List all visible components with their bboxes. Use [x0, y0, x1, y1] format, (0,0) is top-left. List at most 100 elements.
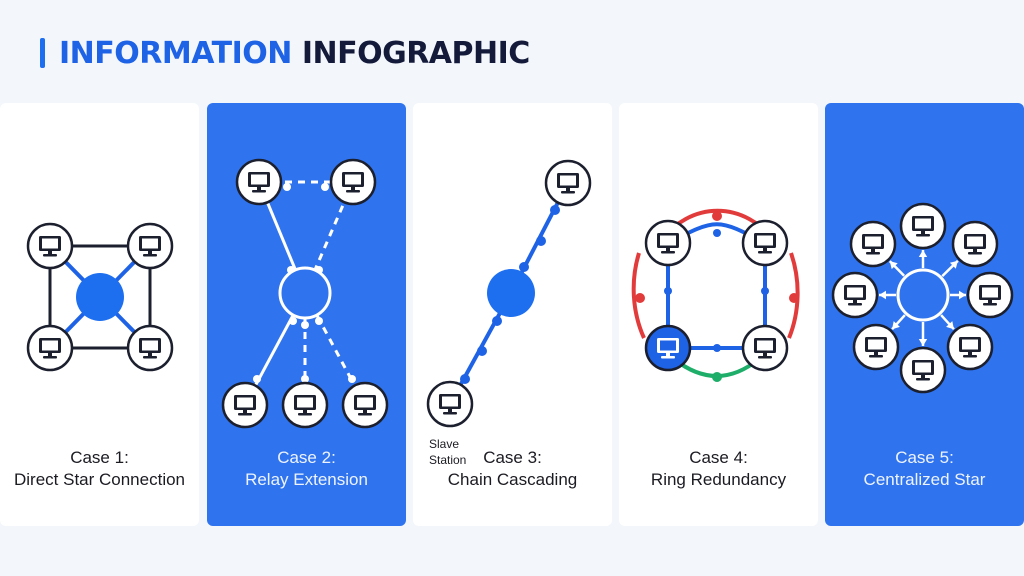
station-node [831, 271, 879, 319]
case-1-diagram [26, 222, 174, 372]
link-dot [315, 317, 323, 325]
station-node [281, 381, 329, 429]
monitor-icon [139, 236, 161, 257]
link-dot [712, 211, 722, 221]
arrowhead [918, 250, 928, 257]
station-node [899, 202, 947, 250]
monitor-icon [862, 234, 884, 255]
case-label: Case 1: [70, 448, 129, 467]
station-node [221, 381, 269, 429]
star-spokes [879, 250, 966, 346]
case-name: Ring Redundancy [650, 470, 787, 489]
station-node [126, 222, 174, 270]
station-node [849, 220, 897, 268]
arrowhead [918, 339, 928, 346]
slave-station-node [426, 380, 474, 428]
monitor-icon [294, 395, 316, 416]
link-dot [492, 316, 502, 326]
page-title: INFORMATION INFOGRAPHIC [40, 35, 530, 71]
title-part-2: INFOGRAPHIC [301, 35, 530, 71]
case-3-diagram [426, 159, 592, 428]
monitor-icon [844, 285, 866, 306]
case-name: Relay Extension [245, 470, 368, 489]
case-name: Direct Star Connection [13, 470, 186, 489]
case-2-diagram [221, 158, 389, 429]
slave-station-label: Slave Station [429, 436, 466, 468]
monitor-icon [439, 394, 461, 415]
link-dot [550, 205, 560, 215]
case-1-caption: Case 1: Direct Star Connection [0, 447, 199, 491]
case-5-diagram [831, 202, 1014, 394]
ring-arc-red-left [631, 252, 646, 339]
arrowhead [892, 321, 900, 330]
case-label: Case 5: [895, 448, 954, 467]
monitor-icon [342, 172, 364, 193]
hub-node [487, 269, 535, 317]
case-2-panel: Case 2: Relay Extension [207, 103, 406, 526]
monitor-icon [234, 395, 256, 416]
monitor-icon [865, 337, 887, 358]
link-dot [519, 262, 529, 272]
link-dot [664, 287, 672, 295]
monitor-icon [354, 395, 376, 416]
central-hub-node [896, 268, 950, 322]
monitor-icon [657, 233, 679, 254]
slave-label-line-1: Slave [429, 437, 460, 451]
station-node [899, 346, 947, 394]
monitor-icon [912, 216, 934, 237]
arrowhead [949, 260, 958, 269]
relay-node [278, 266, 332, 320]
active-station-node [644, 324, 692, 372]
arrowhead [959, 290, 966, 300]
case-3-panel: Slave Station Case 3: Chain Cascading [413, 103, 612, 526]
monitor-icon [964, 234, 986, 255]
station-node [341, 381, 389, 429]
monitor-icon [754, 233, 776, 254]
title-part-1: INFORMATION [59, 35, 292, 71]
link-dot [713, 344, 721, 352]
station-node [544, 159, 592, 207]
monitor-icon [139, 338, 161, 359]
link-dot [283, 183, 291, 191]
title-accent-bar [40, 38, 45, 68]
case-5-panel: Case 5: Centralized Star [825, 103, 1024, 526]
link-dot [761, 287, 769, 295]
station-node [741, 219, 789, 267]
link-dot [321, 183, 329, 191]
slave-label-line-2: Station [429, 453, 467, 467]
case-4-diagram [631, 208, 800, 382]
monitor-icon [754, 338, 776, 359]
station-node [741, 324, 789, 372]
case-1-panel: Case 1: Direct Star Connection [0, 103, 199, 526]
monitor-icon [39, 338, 61, 359]
link-dot [635, 293, 645, 303]
monitor-icon [657, 338, 679, 359]
monitor-icon [39, 236, 61, 257]
hub-node [76, 273, 124, 321]
case-label: Case 2: [277, 448, 336, 467]
station-node [951, 220, 999, 268]
station-node [26, 324, 74, 372]
case-4-panel: Case 4: Ring Redundancy [619, 103, 818, 526]
case-3-caption: Case 3: Chain Cascading [413, 447, 612, 491]
station-node [644, 219, 692, 267]
link-dot [712, 372, 722, 382]
link-dot [301, 375, 309, 383]
arrowhead [946, 321, 954, 330]
case-2-caption: Case 2: Relay Extension [207, 447, 406, 491]
station-node [966, 271, 1014, 319]
case-4-caption: Case 4: Ring Redundancy [619, 447, 818, 491]
case-label: Case 4: [689, 448, 748, 467]
link-dot [477, 346, 487, 356]
monitor-icon [912, 360, 934, 381]
link-dot [253, 375, 261, 383]
link-dot [301, 321, 309, 329]
station-node [26, 222, 74, 270]
monitor-icon [248, 172, 270, 193]
station-node [852, 323, 900, 371]
case-5-caption: Case 5: Centralized Star [825, 447, 1024, 491]
arrowhead [889, 261, 898, 270]
link-dot [789, 293, 799, 303]
case-label: Case 3: [483, 448, 542, 467]
station-node [329, 158, 377, 206]
